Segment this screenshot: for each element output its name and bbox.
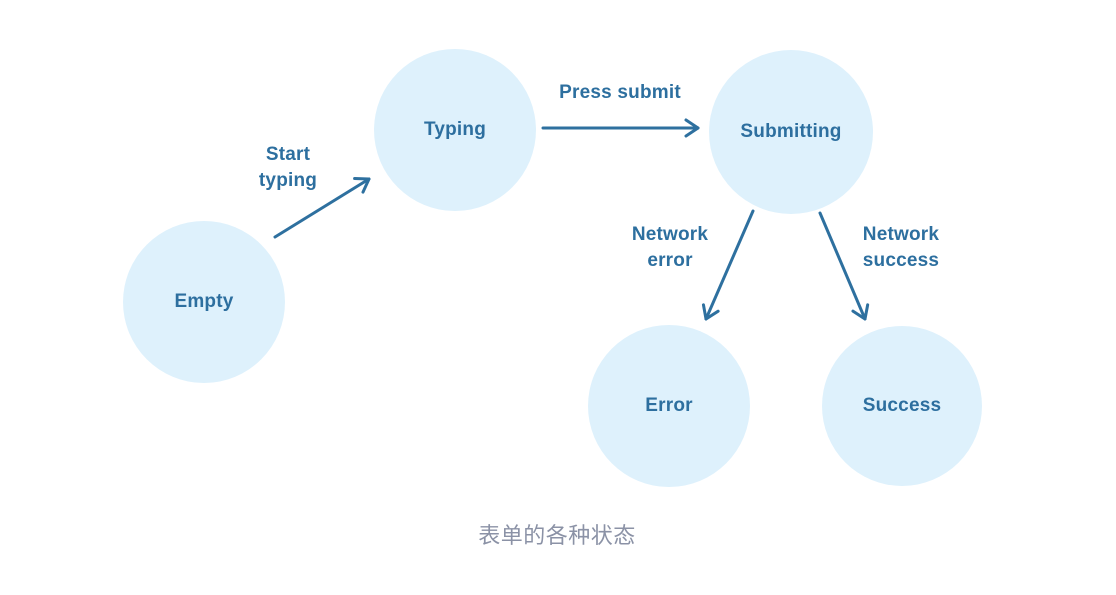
state-node-submitting-label: Submitting xyxy=(740,121,842,142)
state-node-empty-label: Empty xyxy=(174,291,234,312)
arrow-submitting-to-success xyxy=(818,211,870,321)
edge-label-network-success: Network success xyxy=(862,224,940,271)
arrow-submitting-to-error xyxy=(701,209,755,321)
state-node-typing-label: Typing xyxy=(423,119,487,140)
state-node-empty: Empty xyxy=(123,221,285,383)
state-node-success: Success xyxy=(822,326,982,486)
state-node-error: Error xyxy=(588,325,750,487)
state-node-typing: Typing xyxy=(374,49,536,211)
state-node-error-label: Error xyxy=(645,395,693,416)
edge-label-start-typing: Start typing xyxy=(258,144,318,191)
edge-label-press-submit: Press submit xyxy=(559,82,681,103)
diagram-caption: 表单的各种状态 xyxy=(478,523,636,548)
state-node-success-label: Success xyxy=(862,395,942,416)
state-node-submitting: Submitting xyxy=(709,50,873,214)
edge-label-network-error: Network error xyxy=(631,224,709,271)
